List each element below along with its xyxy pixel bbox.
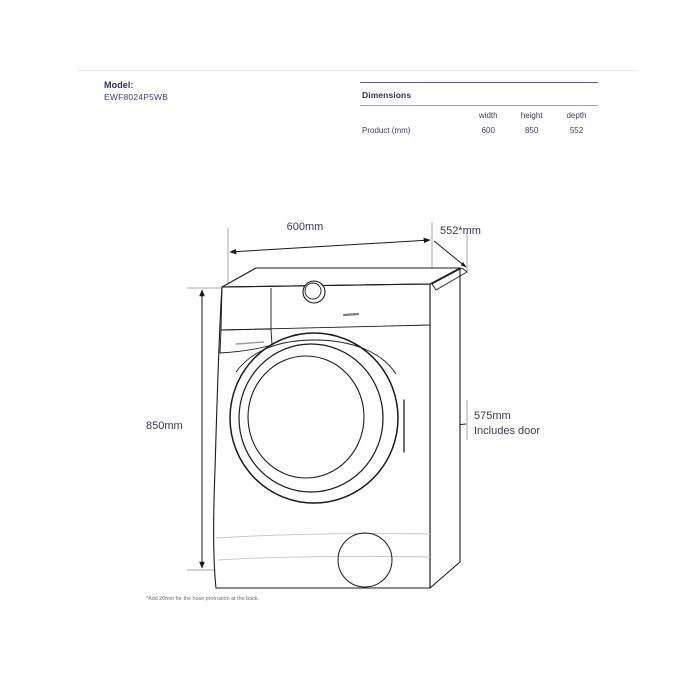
door-depth-sublabel: Includes door [474,425,540,437]
dimensions-table-header: Dimensions [360,82,598,106]
depth-dimension-label: 552*mm [440,225,481,237]
page-top-divider [78,70,638,71]
cell-product-height: 850 [524,126,539,135]
table-row: Product (mm) 600 850 552 [360,123,598,138]
column-header-height: height [520,111,543,120]
dimensions-grid: width height depth Product (mm) 600 850 … [360,108,598,138]
height-dimension-label: 850mm [146,420,183,432]
control-dial-knob [302,280,326,304]
kickplate [215,533,431,561]
filter-access-hatch [337,532,393,588]
side-panel [429,267,461,589]
dimensions-table: Dimensions width height depth Product (m… [360,82,598,138]
drawing-footnote: *Add 20mm for the hose protrusion at the… [146,596,259,602]
column-header-width: width [478,111,498,120]
dimension-arrows [199,237,467,569]
door-depth-label: 575mm [474,410,511,422]
cell-product-width: 600 [481,126,495,135]
model-label: Model: [104,80,134,90]
witness-lines [187,222,468,571]
appliance-body [213,267,461,589]
table-header-row: width height depth [360,108,598,123]
control-panel [220,283,431,331]
front-panel [213,283,431,589]
row-label-product: Product (mm) [362,126,411,135]
column-header-blank [360,108,468,123]
width-dimension-arrow [229,237,431,255]
rear-top-lip [431,267,468,291]
cell-product-depth: 552 [569,126,584,135]
column-header-depth: depth [566,111,587,120]
width-dimension-label: 600mm [287,221,324,233]
display-indicator [342,312,360,317]
door-assembly [229,332,399,504]
dimensions-title: Dimensions [362,90,412,100]
model-block: Model: EWF8024P5WB [104,80,168,103]
depth-dimension-arrow [433,240,467,268]
top-panel [221,267,461,288]
door-depth-dimension-arrow [411,423,467,431]
model-number: EWF8024P5WB [104,92,169,103]
detergent-drawer [219,328,273,354]
